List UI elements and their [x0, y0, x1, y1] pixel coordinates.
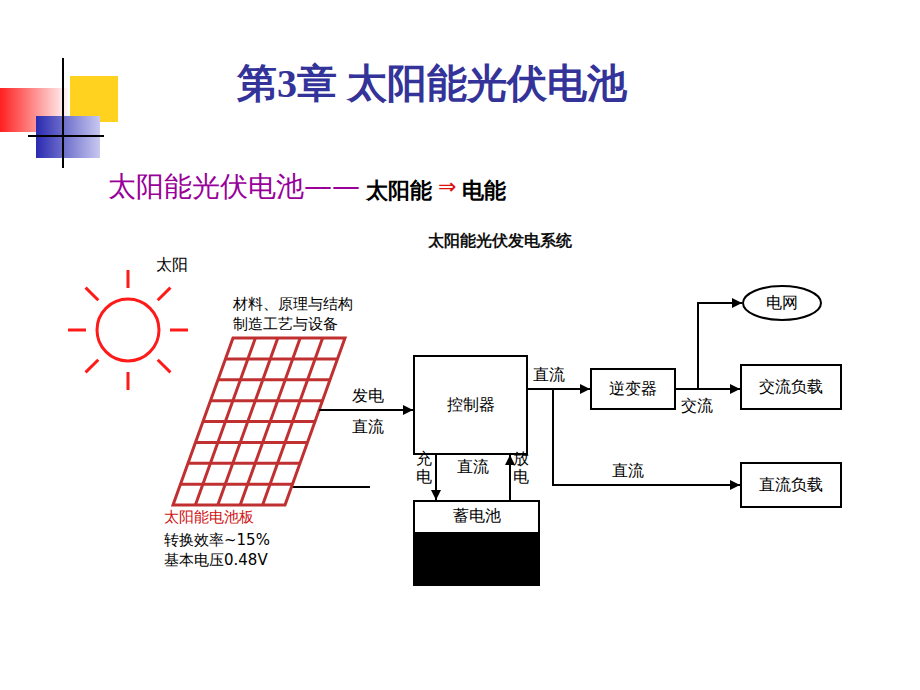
sun-ray: [158, 288, 171, 301]
node-label: 交流负载: [759, 377, 823, 398]
connector-arrow: [676, 303, 742, 389]
sun-ray: [170, 329, 188, 332]
grid-ellipse: 电网: [742, 285, 822, 321]
panel-grid: [160, 336, 350, 532]
ellipse-outline: [742, 285, 822, 321]
connector-arrow: [528, 389, 740, 485]
return-wire: [291, 486, 370, 488]
diagram-heading: 太阳能光伏发电系统: [428, 231, 572, 252]
sun-label: 太阳: [156, 255, 188, 276]
subtitle: 太阳能光伏电池——: [108, 168, 360, 206]
arrow-symbol: ⇒: [438, 174, 456, 199]
note: 材料、原理与结构: [233, 295, 353, 314]
panel-caption: 太阳能电池板: [164, 508, 254, 527]
sun-ray: [68, 329, 86, 332]
sun-ray: [158, 360, 171, 373]
edge-label: 放电: [513, 450, 529, 485]
solar-panel: 太阳能电池板: [160, 336, 350, 532]
node-label: 蓄电池: [415, 506, 538, 527]
sun-ray: [86, 288, 99, 301]
sun-ray: [86, 360, 99, 373]
node-label: 电网: [766, 293, 798, 314]
spec-note: 转换效率~15%: [164, 531, 270, 550]
connector-arrow: [435, 455, 437, 500]
battery-box: 蓄电池: [413, 500, 540, 586]
node-label: 直流负载: [759, 475, 823, 496]
edge-label: 充电: [416, 450, 432, 485]
sun-ray: [127, 372, 130, 390]
slide-title: 第3章 太阳能光伏电池: [237, 56, 627, 111]
inverter-box: 逆变器: [590, 368, 676, 410]
edge-label: 发电: [352, 386, 384, 407]
battery-fill: [415, 532, 538, 584]
node-label: 控制器: [447, 395, 495, 416]
subtitle-term: 太阳能: [366, 176, 432, 206]
node-label: 逆变器: [609, 379, 657, 400]
note: 制造工艺与设备: [233, 315, 338, 334]
connector-arrow: [350, 409, 413, 411]
sun-ray: [127, 270, 130, 288]
edge-label: 直流: [612, 461, 644, 482]
flow-label: 直流: [352, 417, 384, 438]
controller-box: 控制器: [413, 355, 528, 455]
edge-label: 交流: [681, 396, 713, 417]
connector-arrow: [509, 455, 511, 500]
spec-note: 基本电压0.48V: [164, 551, 268, 570]
edge-label: 直流: [533, 365, 565, 386]
dc-load-box: 直流负载: [740, 462, 842, 508]
flow-label: 直流: [457, 457, 489, 478]
subtitle-term: 电能: [462, 176, 506, 206]
sun-symbol: [68, 270, 188, 390]
ac-load-box: 交流负载: [740, 364, 842, 410]
corner-decoration: [0, 58, 118, 168]
